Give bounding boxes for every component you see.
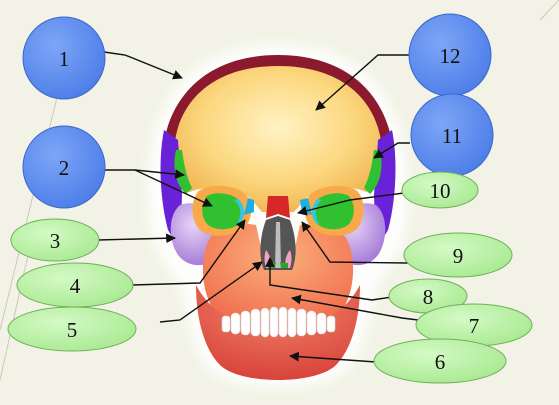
label-12-text: 12 bbox=[440, 44, 461, 68]
maxilla bbox=[202, 223, 354, 330]
sphenoid-wing-right bbox=[364, 150, 382, 194]
leader-11 bbox=[373, 142, 410, 159]
label-12: 12 bbox=[408, 13, 492, 97]
label-11-text: 11 bbox=[442, 124, 462, 148]
label-2: 2 bbox=[22, 125, 106, 209]
label-4: 4 bbox=[16, 262, 134, 308]
leader-10 bbox=[297, 192, 405, 216]
label-2-text: 2 bbox=[59, 156, 70, 180]
leader-4 bbox=[131, 219, 246, 286]
teeth bbox=[221, 306, 336, 338]
label-10: 10 bbox=[401, 171, 479, 209]
leader-5 bbox=[159, 261, 263, 323]
label-3: 3 bbox=[10, 218, 100, 262]
leader-6 bbox=[289, 351, 377, 363]
label-1-text: 1 bbox=[59, 47, 70, 71]
nasal-bone bbox=[266, 196, 290, 218]
label-3-text: 3 bbox=[50, 229, 61, 253]
label-11: 11 bbox=[410, 93, 494, 177]
leader-2b bbox=[134, 169, 213, 207]
vomer bbox=[275, 222, 281, 268]
leader-8 bbox=[265, 257, 393, 301]
leader-9 bbox=[301, 221, 409, 264]
leader-lines bbox=[97, 51, 419, 363]
label-7-text: 7 bbox=[469, 314, 480, 338]
left-orbit bbox=[192, 185, 252, 236]
label-6: 6 bbox=[373, 338, 507, 384]
leader-7 bbox=[291, 294, 419, 321]
label-5: 5 bbox=[7, 306, 137, 352]
leader-1 bbox=[103, 51, 183, 80]
label-10-text: 10 bbox=[430, 179, 451, 203]
label-4-text: 4 bbox=[70, 274, 81, 298]
label-5-text: 5 bbox=[67, 318, 78, 342]
frontal-bone bbox=[173, 66, 383, 212]
label-9-text: 9 bbox=[453, 244, 464, 268]
label-9: 9 bbox=[403, 232, 513, 278]
leader-12 bbox=[315, 54, 410, 111]
leader-3 bbox=[97, 233, 176, 244]
label-8-text: 8 bbox=[423, 285, 434, 309]
label-1: 1 bbox=[22, 16, 106, 100]
label-6-text: 6 bbox=[435, 350, 446, 374]
